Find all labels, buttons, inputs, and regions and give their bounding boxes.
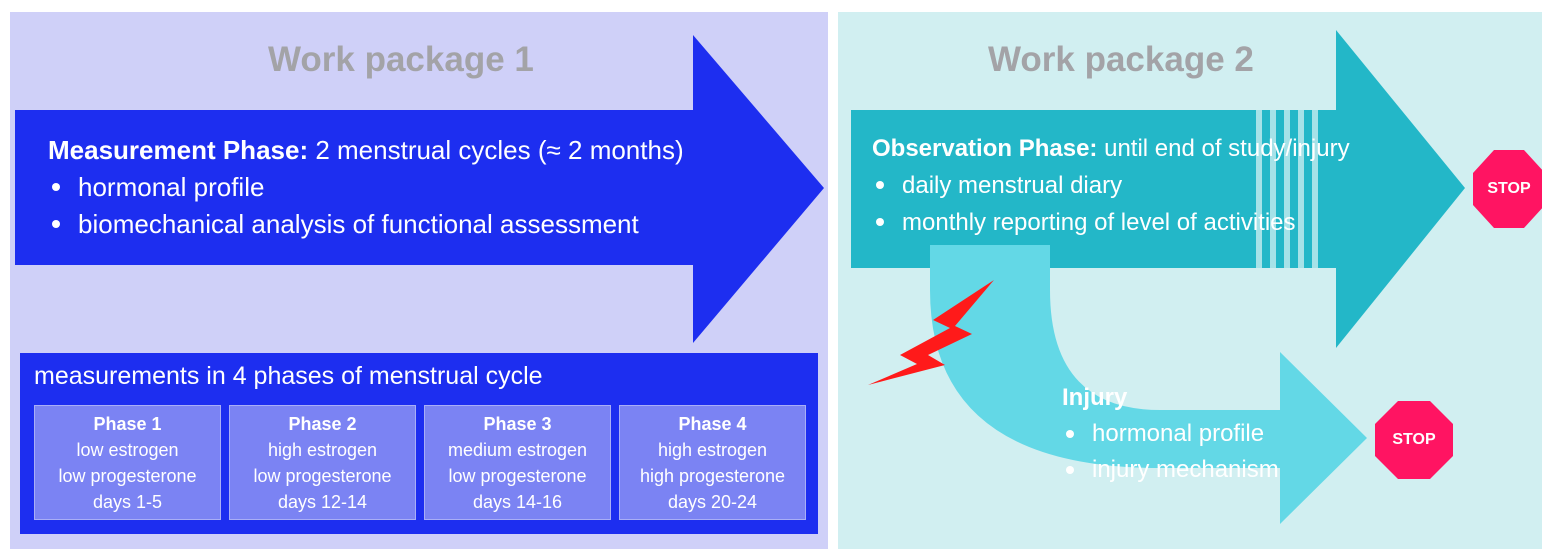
injury-text: Injury hormonal profile injury mechanism — [1062, 380, 1279, 488]
phase-days: days 14-16 — [472, 492, 563, 512]
phase-cell-4: Phase 4 high estrogen high progesterone … — [619, 405, 806, 520]
measurement-phase-arrow — [15, 35, 824, 343]
phase-cell-1: Phase 1 low estrogen low progesterone da… — [34, 405, 221, 520]
phase-estrogen: medium estrogen — [447, 440, 588, 460]
phase-name: Phase 3 — [483, 414, 552, 434]
measurement-phase-label: Measurement Phase: — [48, 135, 309, 165]
phase-cell-2: Phase 2 high estrogen low progesterone d… — [229, 405, 416, 520]
continuation-stripes — [1256, 110, 1318, 268]
stop-sign-observation: STOP — [1473, 150, 1542, 228]
work-package-1-title: Work package 1 — [268, 40, 534, 79]
measurement-phase-heading: Measurement Phase: 2 menstrual cycles (≈… — [48, 132, 684, 169]
stop-label: STOP — [1392, 431, 1436, 448]
lightning-icon — [868, 280, 994, 385]
injury-title: Injury — [1062, 384, 1128, 411]
work-package-2-title: Work package 2 — [988, 40, 1254, 79]
observation-phase-label: Observation Phase: — [872, 135, 1098, 162]
phase-cell-3: Phase 3 medium estrogen low progesterone… — [424, 405, 611, 520]
phase-name: Phase 2 — [288, 414, 357, 434]
phase-progesterone: low progesterone — [58, 466, 197, 486]
phase-days: days 1-5 — [92, 492, 163, 512]
phase-estrogen: high estrogen — [267, 440, 378, 460]
phase-days: days 12-14 — [277, 492, 368, 512]
phase-name: Phase 1 — [93, 414, 162, 434]
stop-sign-injury: STOP — [1375, 401, 1453, 479]
phase-name: Phase 4 — [678, 414, 747, 434]
injury-branch-joint — [930, 245, 1050, 268]
phase-estrogen: low estrogen — [76, 440, 179, 460]
measurement-phase-text: Measurement Phase: 2 menstrual cycles (≈… — [48, 132, 684, 243]
phase-progesterone: low progesterone — [253, 466, 392, 486]
measurement-phase-duration: 2 menstrual cycles (≈ 2 months) — [308, 135, 684, 165]
injury-bullet-2: injury mechanism — [1062, 452, 1279, 488]
injury-bullet-1: hormonal profile — [1062, 416, 1279, 452]
injury-branch-arrow — [930, 245, 1367, 524]
observation-phase-heading: Observation Phase: until end of study/in… — [872, 130, 1350, 167]
wp1-bullet-2: biomechanical analysis of functional ass… — [48, 206, 684, 243]
phase-progesterone: high progesterone — [639, 466, 786, 486]
phase-days: days 20-24 — [667, 492, 758, 512]
observation-phase-arrow — [851, 30, 1465, 348]
observation-phase-duration: until end of study/injury — [1097, 135, 1350, 162]
phase-estrogen: high estrogen — [657, 440, 768, 460]
wp2-bullet-1: daily menstrual diary — [872, 167, 1350, 204]
wp2-bullet-2: monthly reporting of level of activities — [872, 204, 1350, 241]
wp1-bullet-1: hormonal profile — [48, 169, 684, 206]
stop-octagon-icon — [1375, 401, 1453, 479]
stop-label: STOP — [1487, 180, 1531, 197]
observation-phase-text: Observation Phase: until end of study/in… — [872, 130, 1350, 241]
stop-octagon-icon — [1473, 150, 1542, 228]
measurements-box-title: measurements in 4 phases of menstrual cy… — [34, 362, 543, 390]
phase-progesterone: low progesterone — [448, 466, 587, 486]
